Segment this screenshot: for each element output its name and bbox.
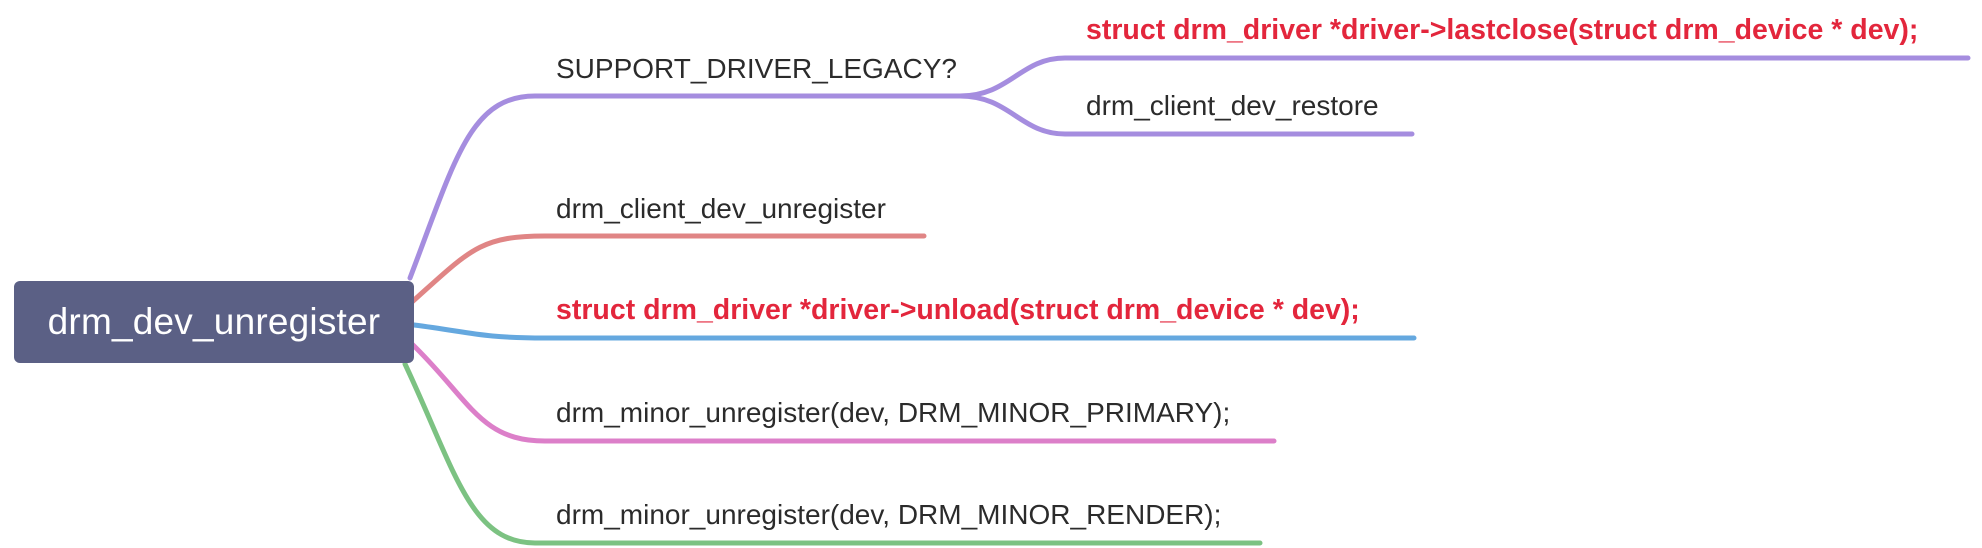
topic-minor-primary[interactable]: drm_minor_unregister(dev, DRM_MINOR_PRIM… — [556, 397, 1231, 428]
connector-minor-primary — [409, 341, 1277, 444]
topic-client-dev-unregister[interactable]: drm_client_dev_unregister — [556, 193, 886, 224]
topic-support-driver-legacy[interactable]: SUPPORT_DRIVER_LEGACY? — [556, 53, 957, 84]
topic-unload[interactable]: struct drm_driver *driver->unload(struct… — [556, 294, 1360, 326]
topic-minor-render[interactable]: drm_minor_unregister(dev, DRM_MINOR_REND… — [556, 499, 1222, 530]
connector-unload — [411, 322, 1417, 341]
root-node[interactable]: drm_dev_unregister — [14, 281, 414, 363]
connector-support-driver-legacy — [407, 93, 963, 281]
topic-lastclose[interactable]: struct drm_driver *driver->lastclose(str… — [1086, 14, 1919, 46]
connector-client-dev-unregister — [409, 233, 927, 305]
connector-minor-render — [402, 361, 1263, 546]
connector-lastclose — [957, 55, 1971, 99]
connector-client-dev-restore — [957, 93, 1415, 137]
topic-client-dev-restore[interactable]: drm_client_dev_restore — [1086, 90, 1379, 121]
root-node-label: drm_dev_unregister — [47, 301, 381, 342]
